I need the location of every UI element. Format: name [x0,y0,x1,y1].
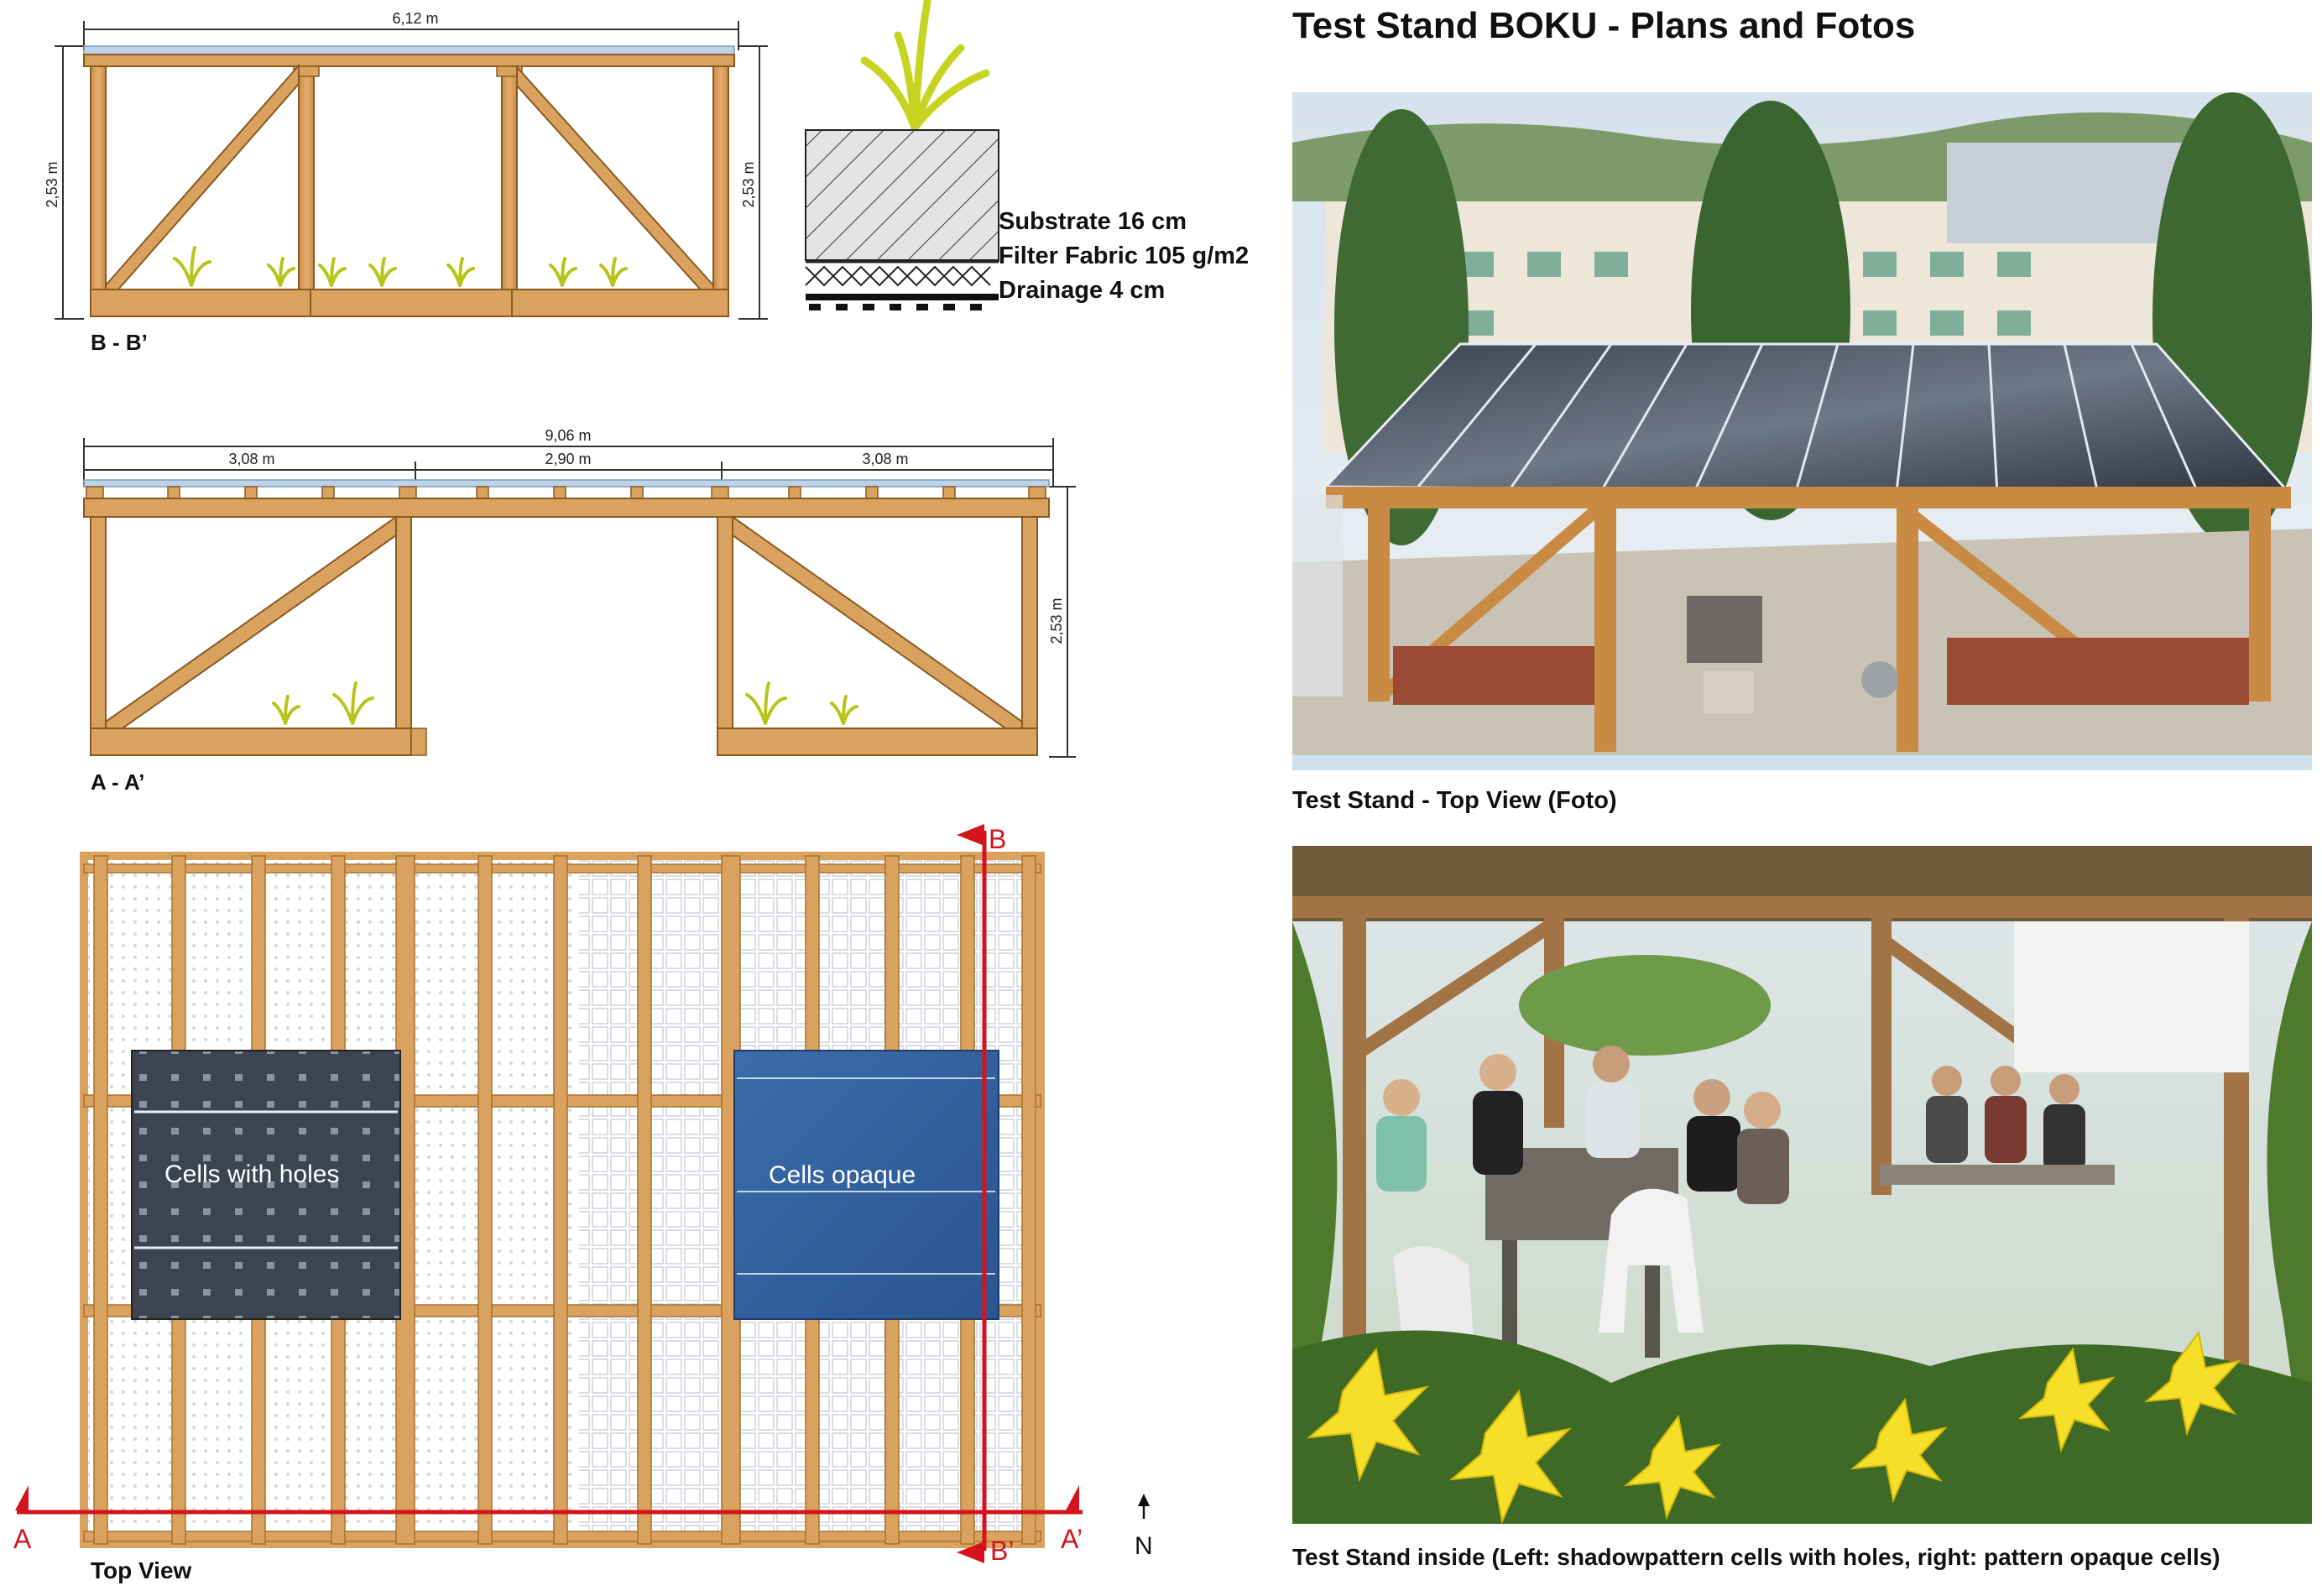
marker-a-prime: A’ [1061,1524,1083,1554]
panel-opaque-label: Cells opaque [769,1161,916,1189]
filter-fabric-label: Filter Fabric 105 g/m2 [999,243,1250,269]
b-marker-arrow-icon [957,824,984,846]
section-aa-label: A - A’ [91,769,145,795]
aa-total-dim: 9,06 m [545,427,591,444]
plant-icon [860,0,990,132]
aa-height-dim: 2,53 m [1048,597,1065,644]
page-title: Test Stand BOKU - Plans and Fotos [1292,5,1916,46]
north-label: N [1135,1532,1153,1560]
section-bb-label: B - B’ [91,330,148,355]
section-bb-drawing: 6,12 m 2,53 m 2,53 m [44,10,768,320]
aa-span-mid-dim: 2,90 m [545,451,591,467]
a-prime-marker-arrow-icon [1066,1485,1079,1510]
top-view-label: Top View [91,1557,192,1583]
marker-b: B [989,824,1007,854]
photo-inside-caption: Test Stand inside (Left: shadowpattern c… [1292,1544,2220,1570]
aa-span-right-dim: 3,08 m [862,451,908,467]
north-arrow-icon [1138,1494,1150,1519]
bb-width-dim: 6,12 m [392,10,438,27]
a-marker-arrow-icon [15,1485,29,1510]
marker-b-prime: B’ [990,1536,1015,1566]
photo-inside [1292,846,2312,1524]
panel-cells-opaque [733,1050,999,1320]
section-aa-drawing: 9,06 m 3,08 m 2,90 m 3,08 m 2,53 m [83,427,1076,758]
panel-cells-with-holes [131,1050,401,1320]
b-prime-marker-arrow-icon [957,1541,984,1563]
substrate-diagram [805,0,999,310]
photo-top-caption: Test Stand - Top View (Foto) [1292,787,1617,814]
bb-height-dim-right: 2,53 m [740,161,757,207]
marker-a: A [13,1524,32,1554]
top-view-drawing [15,824,1150,1563]
aa-span-left-dim: 3,08 m [228,451,274,467]
panel-holes-label: Cells with holes [164,1160,340,1188]
substrate-layer-label: Substrate 16 cm [999,208,1187,235]
drainage-label: Drainage 4 cm [999,277,1166,304]
bb-height-dim-left: 2,53 m [44,161,60,207]
photo-top-view [1292,92,2312,770]
